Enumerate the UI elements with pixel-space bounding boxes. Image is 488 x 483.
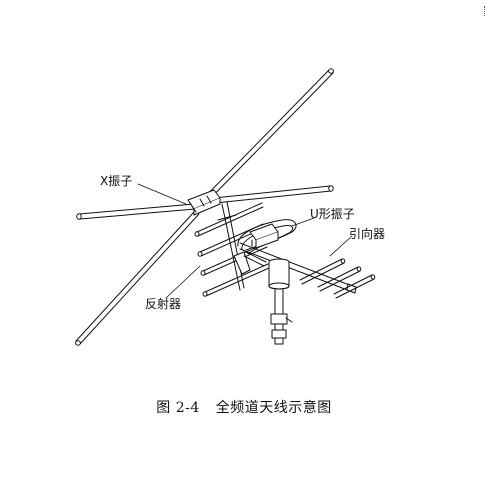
figure-title: 全频道天线示意图 <box>215 400 332 416</box>
x-dipole-rod-upper-right <box>195 68 334 209</box>
leader-lines <box>137 183 353 299</box>
figure-caption: 图 2-4 全频道天线示意图 <box>0 397 488 417</box>
x-dipole-label: X振子 <box>100 174 133 188</box>
reflector-rod <box>202 263 270 297</box>
leader-line-director <box>329 235 353 257</box>
margin-mark <box>484 6 486 16</box>
x-dipole-rod-left <box>76 203 196 220</box>
x-dipole-rod-right <box>213 185 334 204</box>
x-dipole-rod-lower-left <box>75 211 200 346</box>
director-rod <box>317 266 362 292</box>
director-rod <box>333 274 376 299</box>
reflector-elements <box>194 201 270 297</box>
reflector-rod <box>197 223 265 257</box>
boom <box>239 242 357 294</box>
balun-box <box>249 223 279 249</box>
director-rod <box>299 258 346 285</box>
mast <box>268 258 293 345</box>
u-dipole-label: U形振子 <box>310 207 355 221</box>
leader-line-x-dipole <box>137 183 187 205</box>
leader-line-u-dipole <box>291 217 315 227</box>
director-label: 引向器 <box>349 227 386 241</box>
reflector-label: 反射器 <box>145 297 182 311</box>
leader-line-reflector <box>165 265 201 299</box>
figure-number: 图 2-4 <box>156 400 200 416</box>
x-dipole-clamp <box>187 189 221 216</box>
director-elements <box>299 258 376 299</box>
